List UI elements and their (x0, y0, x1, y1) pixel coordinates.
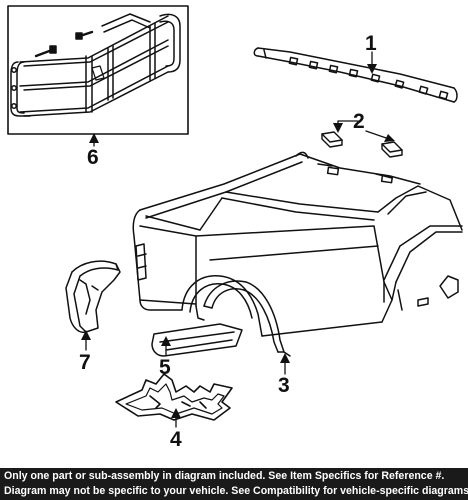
callout-arrowheads (81, 64, 395, 418)
disclaimer-footer: Only one part or sub-assembly in diagram… (0, 468, 468, 500)
rail-cap-clips (321, 131, 403, 158)
bed-extender-illustration (10, 13, 181, 117)
callout-7: 7 (79, 351, 91, 374)
bed-rail-cap (253, 47, 458, 103)
inset-frame (7, 5, 189, 135)
wheel-opening-molding (203, 280, 291, 357)
callout-3: 3 (278, 374, 290, 397)
bed-extender-inset (7, 5, 189, 147)
pickup-truck-body (132, 151, 463, 337)
disclaimer-line-1: Only one part or sub-assembly in diagram… (4, 470, 445, 482)
callout-1: 1 (365, 32, 377, 55)
callout-6: 6 (87, 146, 99, 169)
splash-guard (65, 260, 121, 334)
disclaimer-line-2: Diagram may not be specific to your vehi… (4, 485, 468, 497)
callout-4: 4 (170, 428, 182, 451)
parts-diagram: 1 2 3 4 5 6 7 (7, 5, 463, 451)
callout-5: 5 (159, 356, 171, 379)
side-molding (151, 323, 243, 357)
callout-2: 2 (353, 110, 365, 133)
